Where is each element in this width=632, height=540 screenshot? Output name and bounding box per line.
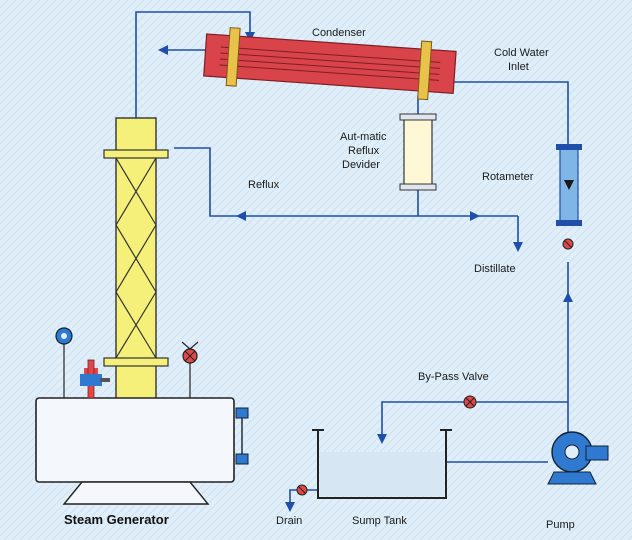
divider-label-line2: Reflux [348,145,380,157]
rotameter-up-line [434,81,569,146]
vent-arrow [158,45,168,55]
drain-label: Drain [276,515,302,527]
condenser [203,27,457,101]
distillate-label: Distillate [474,263,516,275]
bypass-valve-label: By-Pass Valve [418,371,489,383]
drain-line [289,489,318,506]
divider-label-line1: Aut-matic [340,131,387,143]
steam-valve [181,341,199,398]
reflux-line [174,147,518,217]
condenser-label: Condenser [312,27,366,39]
bypass-line [381,401,568,440]
steam-generator [35,397,249,505]
sump-tank-label: Sump Tank [352,515,407,527]
divider-label-line3: Devider [342,159,380,171]
cold-water-label-line1: Cold Water [494,47,549,59]
cold-water-label-line2: Inlet [508,61,529,73]
bypass-arrow [377,434,387,444]
pressure-gauge [55,327,73,398]
reflux-label: Reflux [248,179,280,191]
pump [547,431,609,485]
packed-column [103,117,169,401]
rotameter [556,144,582,226]
steam-generator-label: Steam Generator [64,512,169,527]
cooling-up-arrow [563,292,573,302]
rotameter-valve [562,238,574,250]
reflux-divider [399,113,437,191]
pump-label: Pump [546,519,575,531]
drain-arrow [285,502,295,512]
heater-element [80,359,110,399]
sump-tank [312,429,452,499]
drain-valve [296,484,308,496]
header-arrow [470,211,480,221]
rotameter-label: Rotameter [482,171,534,183]
distillate-arrow [513,242,523,252]
vapour-line [135,11,251,118]
bypass-valve [463,395,477,409]
reflux-arrow [236,211,246,221]
